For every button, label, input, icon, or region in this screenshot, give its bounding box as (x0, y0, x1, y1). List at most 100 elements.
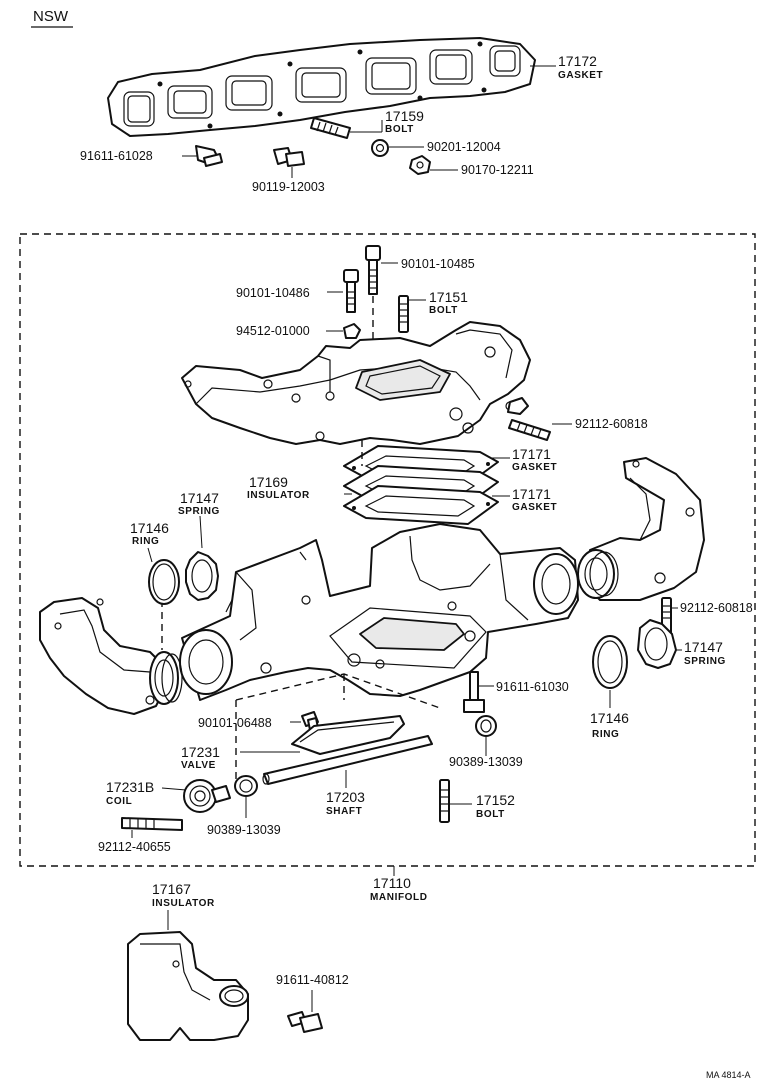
pn-90101-10485-callout: 90101-10485 (381, 257, 475, 271)
washer-94512-drawing (343, 323, 361, 339)
pn-94512-01000-callout: 94512-01000 (236, 324, 343, 338)
pn-90119-12003-callout: 90119-12003 (252, 180, 325, 194)
pn-90119-12003-number: 90119-12003 (252, 180, 325, 194)
insulator-17169-number: 17169 (249, 474, 288, 490)
bolt-17152-callout: 17152 BOLT (450, 792, 515, 820)
right-elbow-pipe-drawing (577, 457, 705, 601)
pn-92112-60818-top-number: 92112-60818 (575, 417, 648, 431)
pn-90201-12004-number: 90201-12004 (427, 140, 501, 154)
reference-code: MA 4814-A (706, 1070, 751, 1080)
gasket-17171-lower-number: 17171 (512, 486, 551, 502)
valve-17231-callout: 17231 VALVE (181, 744, 300, 771)
coil-17231b-callout: 17231B COIL (106, 779, 187, 807)
pn-90389-13039-left-callout: 90389-13039 (207, 797, 281, 837)
insulator-17167-number: 17167 (152, 881, 191, 897)
bolt-17159-name: BOLT (385, 124, 414, 135)
upper-intake-manifold-drawing (181, 321, 531, 445)
nut-90170-drawing (409, 155, 431, 175)
bushing-90389-right-drawing (475, 715, 497, 737)
assembly-guide-lines (235, 673, 441, 780)
gasket-17172-callout: 17172 GASKET (530, 53, 603, 81)
bolt-17152-name: BOLT (476, 809, 505, 820)
bolt-17151-callout: 17151 BOLT (409, 289, 468, 316)
gasket-17171-upper-number: 17171 (512, 446, 551, 462)
insulator-17169-name: INSULATOR (247, 490, 310, 501)
shaft-17203-name: SHAFT (326, 806, 362, 817)
manifold-17110-callout: 17110 MANIFOLD (370, 866, 428, 903)
spring-17147-left-callout: 17147 SPRING (178, 490, 220, 549)
exhaust-manifold-gasket-drawing (107, 37, 536, 137)
insulator-17167-name: INSULATOR (152, 898, 215, 909)
ring-17146-left-name: RING (132, 536, 159, 547)
gasket-insulator-stack-drawing (343, 440, 499, 525)
bolt-91611-61028-drawing (195, 145, 223, 167)
pn-90389-13039-right-number: 90389-13039 (449, 755, 523, 769)
coil-17231b-name: COIL (106, 796, 132, 807)
pn-90389-13039-right-callout: 90389-13039 (449, 737, 523, 769)
pn-92112-60818-right-number: 92112-60818 (680, 601, 753, 615)
bushing-90389-left-drawing (234, 775, 258, 797)
pn-92112-60818-right-callout: 92112-60818 (672, 601, 753, 615)
bolt-90101-10486-drawing (343, 269, 359, 313)
bolt-17159-callout: 17159 BOLT (350, 108, 424, 135)
gasket-17171-lower-callout: 17171 GASKET (492, 486, 557, 513)
ring-17146-left-number: 17146 (130, 520, 169, 536)
insulator-17169-callout: 17169 INSULATOR (247, 474, 352, 501)
pn-90101-10485-number: 90101-10485 (401, 257, 475, 271)
shaft-17203-number: 17203 (326, 789, 365, 805)
lower-intake-manifold-drawing (179, 523, 579, 701)
valve-17231-name: VALVE (181, 760, 216, 771)
nsw-header: NSW (31, 8, 73, 28)
pn-90101-10486-callout: 90101-10486 (236, 286, 343, 300)
coil-17231b-number: 17231B (106, 779, 154, 795)
pn-91611-61030-callout: 91611-61030 (479, 680, 569, 694)
bolt-91611-61030-drawing (463, 671, 485, 713)
pn-91611-40812-number: 91611-40812 (276, 973, 349, 987)
spring-17147-left-number: 17147 (180, 490, 219, 506)
pn-90101-06488-callout: 90101-06488 (198, 716, 301, 730)
bolt-17151-name: BOLT (429, 305, 458, 316)
spring-17147-right-number: 17147 (684, 639, 723, 655)
bolt-17159-number: 17159 (385, 108, 424, 124)
pn-90201-12004-callout: 90201-12004 (389, 140, 501, 154)
pn-94512-01000-number: 94512-01000 (236, 324, 310, 338)
pn-91611-61030-number: 91611-61030 (496, 680, 569, 694)
pn-92112-40655-number: 92112-40655 (98, 840, 171, 854)
manifold-17110-number: 17110 (373, 875, 411, 891)
stud-92112-60818-top-drawing (508, 419, 551, 441)
header-label: NSW (33, 8, 69, 25)
bolt-91611-40812-drawing (287, 1011, 323, 1033)
pn-90170-12211-number: 90170-12211 (461, 163, 534, 177)
pn-91611-61028-callout: 91611-61028 (80, 149, 197, 163)
stud-17151-drawing (398, 295, 409, 333)
pn-91611-40812-callout: 91611-40812 (276, 973, 349, 1012)
gasket-17172-number: 17172 (558, 53, 597, 69)
coil-17231b-drawing (183, 779, 231, 813)
valve-17231-number: 17231 (181, 744, 220, 760)
pn-90101-06488-number: 90101-06488 (198, 716, 272, 730)
spring-17147-right-callout: 17147 SPRING (676, 639, 725, 667)
stud-17159-drawing (310, 117, 351, 139)
shaft-17203-drawing (262, 735, 433, 785)
gasket-17171-upper-callout: 17171 GASKET (492, 446, 557, 473)
pn-92112-60818-top-callout: 92112-60818 (552, 417, 648, 431)
nut-90201-drawing (371, 139, 389, 157)
stud-92112-40655-drawing (121, 817, 183, 831)
ring-17146-right-callout: 17146 RING (590, 690, 629, 740)
spring-17147-left-name: SPRING (178, 506, 220, 517)
stud-17152-drawing (439, 779, 450, 823)
ring-17146-left-drawing (148, 559, 180, 605)
manifold-17110-name: MANIFOLD (370, 892, 428, 903)
spring-17147-right-drawing (637, 619, 677, 669)
gasket-17171-upper-name: GASKET (512, 462, 557, 473)
shaft-17203-callout: 17203 SHAFT (326, 770, 365, 817)
bolt-17152-number: 17152 (476, 792, 515, 808)
insulator-17167-callout: 17167 INSULATOR (152, 881, 215, 930)
insulator-17167-drawing (127, 931, 249, 1041)
pn-90101-10486-number: 90101-10486 (236, 286, 310, 300)
pn-90170-12211-callout: 90170-12211 (430, 163, 534, 177)
ring-17146-right-number: 17146 (590, 710, 629, 726)
pn-90389-13039-left-number: 90389-13039 (207, 823, 281, 837)
pn-92112-40655-callout: 92112-40655 (98, 830, 171, 854)
